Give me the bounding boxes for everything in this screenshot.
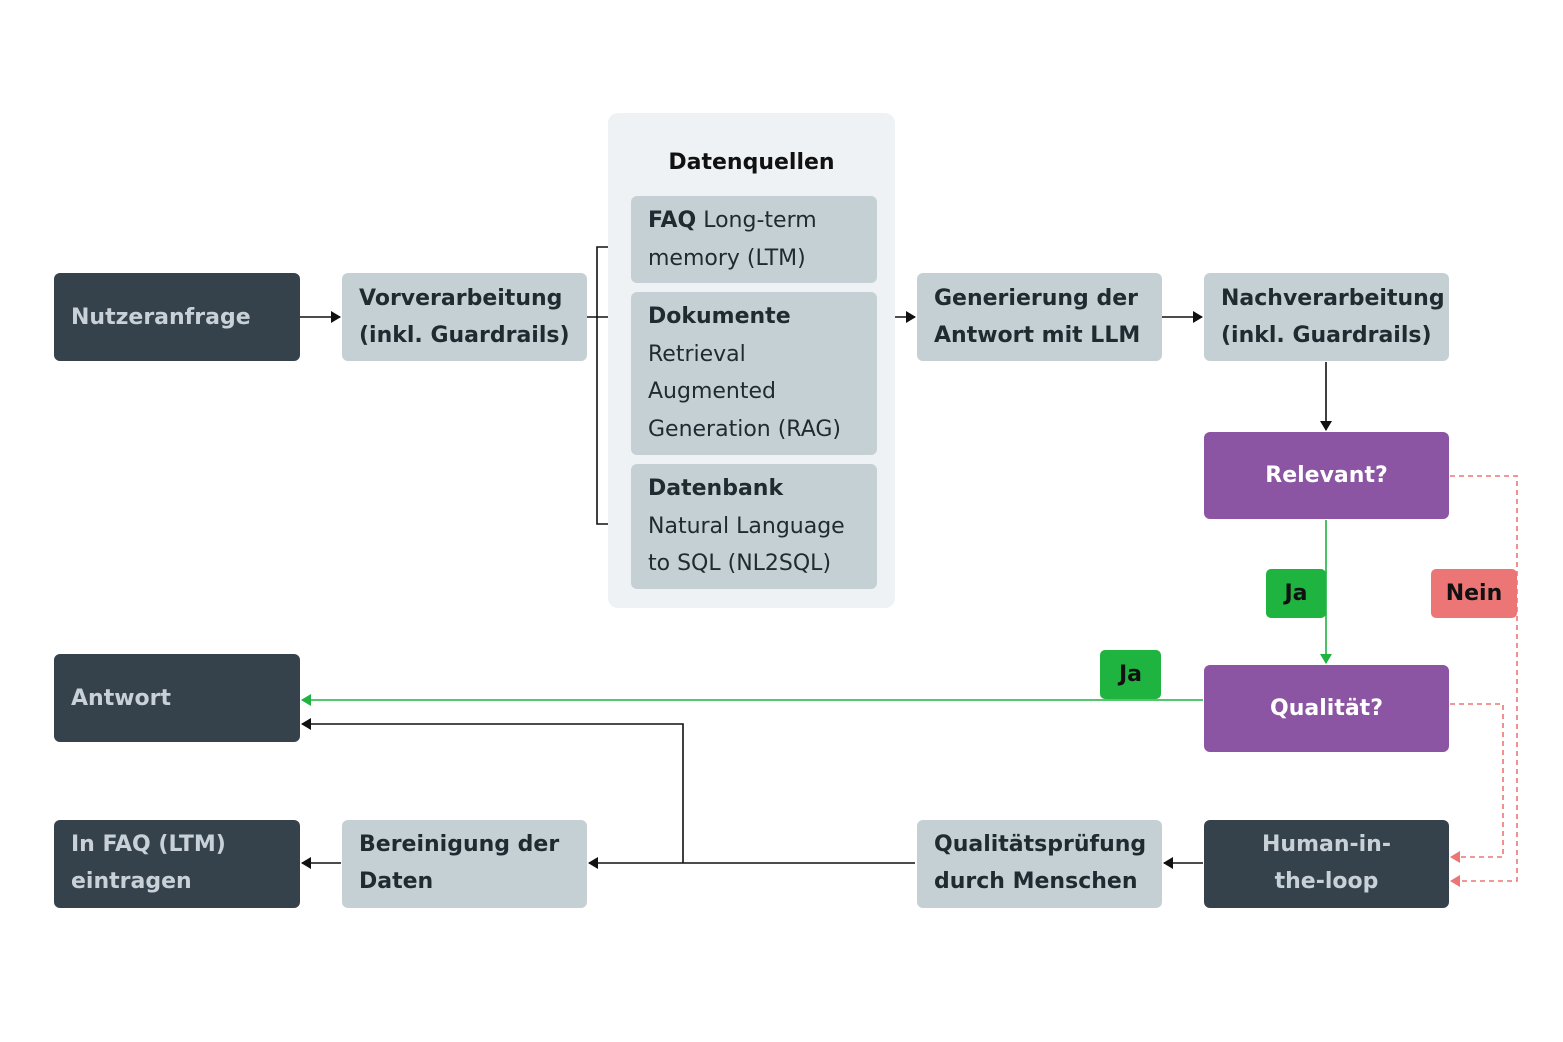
node-preprocessing-line: Vorverarbeitung [359, 286, 563, 311]
badge-relevant-no: Nein [1431, 569, 1517, 618]
decision-relevant[interactable]: Relevant? [1204, 432, 1449, 519]
source-documents-line: Augmented [648, 379, 776, 404]
node-human-in-the-loop[interactable]: Human-in- the-loop [1204, 820, 1449, 908]
node-human-review[interactable]: Qualitätsprüfung durch Menschen [917, 820, 1162, 908]
source-database-keyword: Datenbank [648, 476, 784, 501]
arrow-quality-no [1450, 703, 1504, 863]
source-database-line: Natural Language [648, 513, 845, 539]
source-documents[interactable]: Dokumente Retrieval Augmented Generation… [631, 292, 877, 455]
node-generation[interactable]: Generierung der Antwort mit LLM [917, 273, 1162, 361]
source-documents-line: Generation (RAG) [648, 416, 841, 442]
decision-quality[interactable]: Qualität? [1204, 665, 1449, 752]
source-database-line: to SQL (NL2SQL) [648, 551, 832, 576]
node-human-review-line: Qualitätsprüfung [934, 832, 1147, 857]
arrow-relevant-no [1450, 475, 1518, 887]
node-generation-line: Generierung der [934, 286, 1138, 311]
node-postprocessing-line: (inkl. Guardrails) [1221, 323, 1432, 348]
node-data-cleaning[interactable]: Bereinigung der Daten [342, 820, 587, 908]
node-human-in-the-loop-line: Human-in- [1262, 832, 1391, 857]
node-faq-entry-line: eintragen [71, 869, 192, 894]
source-database[interactable]: Datenbank Natural Language to SQL (NL2SQ… [631, 464, 877, 589]
node-data-cleaning-line: Bereinigung der [359, 832, 560, 857]
badge-relevant-yes: Ja [1266, 569, 1326, 618]
node-human-in-the-loop-line: the-loop [1274, 869, 1379, 894]
decision-relevant-label: Relevant? [1265, 463, 1388, 488]
source-faq-line: memory (LTM) [648, 245, 806, 271]
node-human-review-line: durch Menschen [934, 869, 1138, 894]
source-faq-keyword: FAQ [648, 208, 697, 233]
source-documents-keyword: Dokumente [648, 304, 791, 329]
node-answer[interactable]: Antwort [54, 654, 300, 742]
node-user-request-label: Nutzeranfrage [71, 304, 251, 330]
source-documents-line: Retrieval [648, 341, 746, 367]
source-faq[interactable]: FAQ Long-term memory (LTM) [631, 196, 877, 283]
node-preprocessing-line: (inkl. Guardrails) [359, 323, 570, 348]
node-generation-line: Antwort mit LLM [934, 323, 1141, 348]
node-data-cleaning-line: Daten [359, 869, 434, 894]
node-postprocessing[interactable]: Nachverarbeitung (inkl. Guardrails) [1204, 273, 1449, 361]
node-faq-entry-line: In FAQ (LTM) [71, 832, 226, 857]
node-user-request[interactable]: Nutzeranfrage [54, 273, 300, 361]
node-answer-label: Antwort [71, 685, 172, 711]
source-faq-line: Long-term [696, 208, 817, 233]
node-preprocessing[interactable]: Vorverarbeitung (inkl. Guardrails) [342, 273, 587, 361]
data-sources-title: Datenquellen [668, 150, 835, 175]
node-faq-entry[interactable]: In FAQ (LTM) eintragen [54, 820, 300, 908]
node-postprocessing-line: Nachverarbeitung [1221, 286, 1445, 311]
badge-quality-yes: Ja [1100, 650, 1161, 699]
decision-quality-label: Qualität? [1270, 696, 1383, 721]
